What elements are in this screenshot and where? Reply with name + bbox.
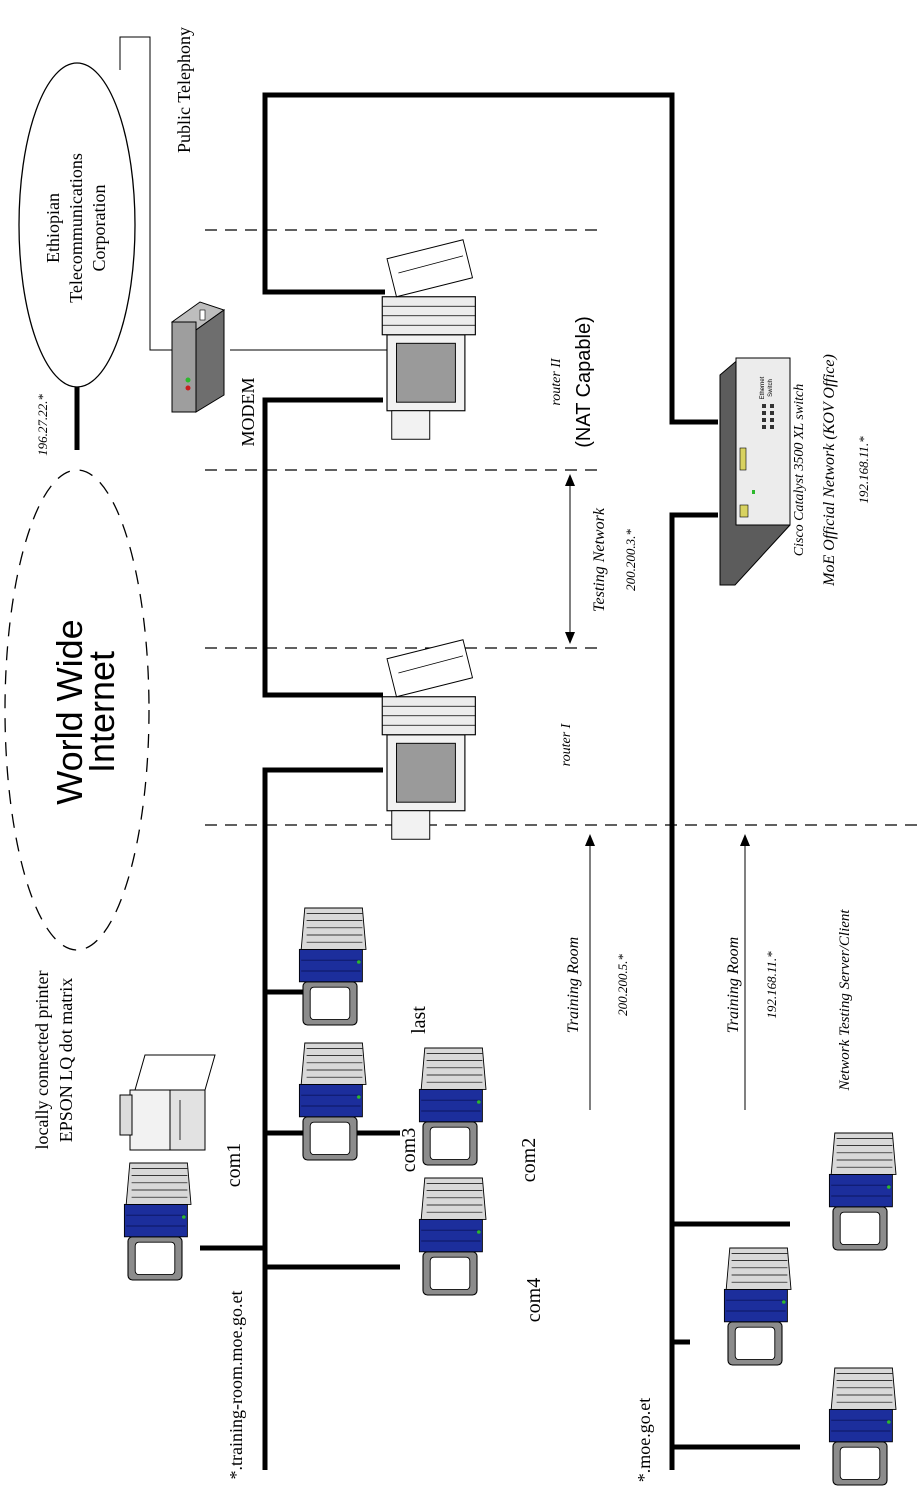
modem-label: MODEM xyxy=(238,377,258,446)
switch-device-label-2: Switch xyxy=(768,379,774,397)
workstation-com4 xyxy=(418,1177,487,1296)
testing-network-cable xyxy=(262,397,383,698)
training-room-arrow-2 xyxy=(740,834,750,1110)
switch-device-label-1: Ethernet xyxy=(760,376,766,399)
workstation-server-3 xyxy=(828,1367,897,1486)
testing-network-label: Testing Network xyxy=(591,507,608,612)
router1-name: router I xyxy=(559,722,574,766)
router2-to-switch-cable xyxy=(262,92,718,425)
modem-device xyxy=(170,301,226,413)
switch-model-label: Cisco Catalyst 3500 XL switch xyxy=(792,384,807,556)
workstation-server-1 xyxy=(828,1132,897,1251)
testing-network-arrow xyxy=(565,474,575,644)
label-com3: com3 xyxy=(398,1128,420,1172)
router2-computer xyxy=(381,239,476,440)
internet-label-line2: Internet xyxy=(81,651,122,773)
isp-line1: Ethiopian xyxy=(43,193,63,263)
isp-line3: Corporation xyxy=(89,185,109,272)
training-room-label-1: Training Room xyxy=(565,937,582,1033)
router2-name: router II xyxy=(549,357,564,406)
label-com1: com1 xyxy=(223,1143,245,1187)
workstation-com3 xyxy=(298,1042,367,1161)
public-telephony-label: Public Telephony xyxy=(174,27,194,153)
ethernet-switch xyxy=(719,357,791,586)
moe-backbone-cable xyxy=(669,512,718,1470)
label-com4: com4 xyxy=(523,1278,545,1322)
domain-moe-label: *.moe.go.et xyxy=(634,1398,654,1482)
workstation-com2 xyxy=(418,1047,487,1166)
domain-training-label: *.training-room.moe.go.et xyxy=(226,1291,246,1480)
training-room-arrow-1 xyxy=(585,834,595,1110)
training-backbone-cable xyxy=(262,767,383,1470)
router1-computer xyxy=(381,639,476,840)
switch-subnet-label: 192.168.11.* xyxy=(856,436,871,504)
isp-label: Ethiopian Telecommunications Corporation xyxy=(43,153,109,303)
internet-cloud xyxy=(4,469,150,951)
isp-line2: Telecommunications xyxy=(66,153,86,303)
isp-node xyxy=(18,62,136,388)
zone-separators xyxy=(205,229,917,826)
isp-subnet-label: 196.27.22.* xyxy=(35,394,50,456)
internet-label-line1: World Wide xyxy=(49,619,90,804)
training-room-subnet-1: 200.200.5.* xyxy=(615,954,630,1016)
internet-label: World Wide Internet xyxy=(49,619,122,804)
workstation-last xyxy=(298,907,367,1026)
router2-capability: (NAT Capable) xyxy=(573,316,595,448)
label-com2: com2 xyxy=(518,1138,540,1182)
testing-network-subnet: 200.200.3.* xyxy=(623,529,638,591)
label-last: last xyxy=(408,1006,430,1034)
workstation-com1 xyxy=(123,1162,192,1281)
workstation-server-2 xyxy=(723,1247,792,1366)
training-room-label-2: Training Room xyxy=(725,937,742,1033)
switch-network-label: MoE Official Network (KOV Office) xyxy=(821,354,838,587)
printer-label-line2: EPSON LQ dot matrix xyxy=(56,978,76,1143)
printer-device xyxy=(119,1054,216,1151)
training-room-subnet-2: 192.168.11.* xyxy=(764,951,779,1019)
telephony-line xyxy=(119,36,180,351)
network-cables xyxy=(74,92,800,1470)
network-testing-label: Network Testing Server/Client xyxy=(837,909,853,1092)
printer-label-line1: locally connected printer xyxy=(32,971,52,1150)
